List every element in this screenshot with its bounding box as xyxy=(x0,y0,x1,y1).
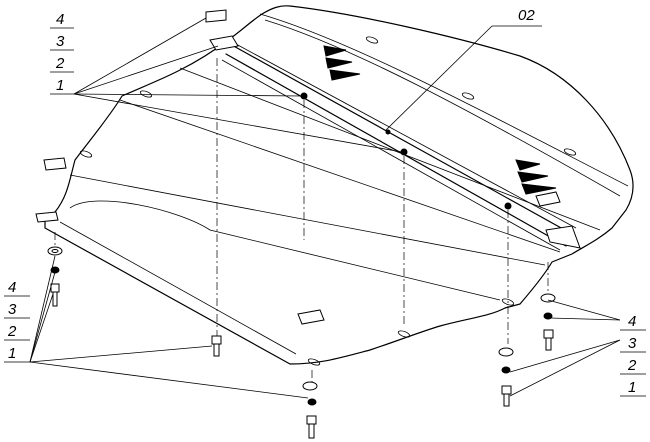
callout-bottom-left-3: 3 xyxy=(8,301,17,318)
callout-bottom-right-1: 1 xyxy=(628,379,636,396)
fastener-right xyxy=(498,293,556,407)
callout-top-left-3: 3 xyxy=(56,33,65,50)
leader-lines xyxy=(29,17,621,399)
callout-bottom-right-2: 2 xyxy=(627,357,637,374)
mounting-slots xyxy=(79,36,577,366)
center-lines xyxy=(54,58,549,384)
fastener-left xyxy=(47,246,63,307)
callout-top-left: 4 3 2 1 xyxy=(50,11,74,95)
callout-top-left-1: 1 xyxy=(56,77,64,94)
callout-bottom-right-4: 4 xyxy=(628,313,636,330)
callout-bottom-right: 4 3 2 1 xyxy=(620,313,646,397)
callout-bottom-left-4: 4 xyxy=(8,279,16,296)
fastener-bottom-center xyxy=(302,381,318,439)
fastener-mid xyxy=(211,335,222,357)
callout-top-left-4: 4 xyxy=(56,11,64,28)
callout-bottom-left: 4 3 2 1 xyxy=(4,279,30,363)
vent-slots-upper xyxy=(323,45,361,81)
callout-bottom-left-2: 2 xyxy=(7,323,17,340)
skid-plate xyxy=(44,5,634,365)
part-label-02: 02 xyxy=(518,7,535,24)
vent-slots-lower xyxy=(515,159,557,195)
brackets xyxy=(35,9,581,325)
callout-top-left-2: 2 xyxy=(55,55,65,72)
callout-bottom-right-3: 3 xyxy=(628,335,637,352)
callout-bottom-left-1: 1 xyxy=(8,345,16,362)
